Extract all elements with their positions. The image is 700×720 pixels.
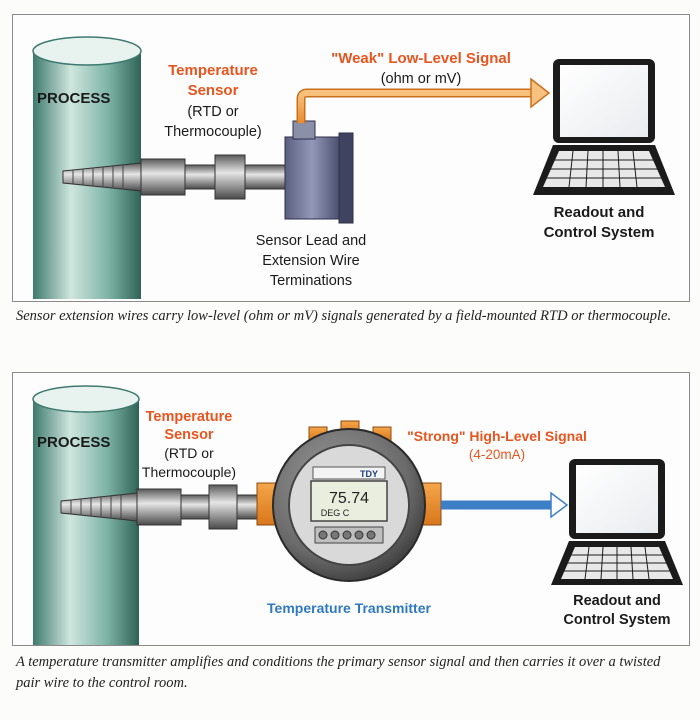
weak-signal-sub: (ohm or mV) (381, 71, 462, 87)
caption-weak-signal: Sensor extension wires carry low-level (… (16, 308, 672, 324)
terminations-line3: Terminations (270, 273, 352, 289)
weak-signal-title: "Weak" Low-Level Signal (331, 50, 511, 67)
weak-signal-rest: Low-Level Signal (384, 50, 511, 67)
display-value: 75.74 (329, 490, 369, 507)
process-label: PROCESS (37, 90, 110, 107)
weak-signal-emphasis: "Weak" (331, 50, 384, 67)
signal-arrowhead (530, 77, 551, 109)
temperature-transmitter: TDY 75.74 DEG C (256, 420, 442, 582)
sensor-sub-line1: (RTD or (164, 445, 214, 461)
sensor-fittings (140, 154, 286, 200)
caption-strong-signal: A temperature transmitter amplifies and … (16, 654, 661, 691)
sensor-title-line2: Sensor (164, 427, 214, 443)
weak-signal-wire (296, 77, 551, 123)
thermowell-probe (62, 162, 142, 192)
sensor-sub-line2: Thermocouple) (142, 464, 236, 480)
strong-signal-emphasis: "Strong" (407, 428, 465, 444)
terminations-line1: Sensor Lead and (256, 233, 366, 249)
sensor-fittings (136, 484, 270, 530)
readout-line1: Readout and (554, 204, 645, 221)
strong-signal-title: "Strong" High-Level Signal (407, 428, 587, 444)
sensor-title-line1: Temperature (168, 62, 258, 79)
diagram-2-canvas: PROCESS TDY (32, 385, 683, 645)
brand-label: TDY (360, 469, 378, 479)
sensor-title-line2: Sensor (188, 82, 239, 99)
diagram-weak-signal: PROCESS (12, 14, 690, 302)
readout-line2: Control System (544, 224, 655, 241)
laptop-icon (551, 459, 683, 585)
sensor-sub-line2: Thermocouple) (164, 124, 262, 140)
process-label: PROCESS (37, 434, 110, 451)
readout-line2: Control System (563, 612, 670, 628)
diagram-1-canvas: PROCESS (32, 36, 675, 299)
readout-line1: Readout and (573, 593, 661, 609)
display-unit: DEG C (321, 508, 350, 518)
signal-arrowhead (550, 491, 569, 519)
terminations-line2: Extension Wire (262, 253, 360, 269)
lcd-display (310, 480, 388, 522)
laptop-icon (533, 59, 675, 195)
sensor-sub-line1: (RTD or (187, 104, 238, 120)
sensor-title-line1: Temperature (146, 409, 233, 425)
process-vessel: PROCESS (32, 385, 140, 645)
strong-signal-wire (441, 491, 569, 519)
diagram-strong-signal: PROCESS TDY (12, 372, 690, 646)
transmitter-label: Temperature Transmitter (267, 600, 431, 616)
strong-signal-sub: (4-20mA) (469, 447, 525, 462)
termination-box (284, 120, 354, 224)
strong-signal-rest: High-Level Signal (466, 428, 587, 444)
